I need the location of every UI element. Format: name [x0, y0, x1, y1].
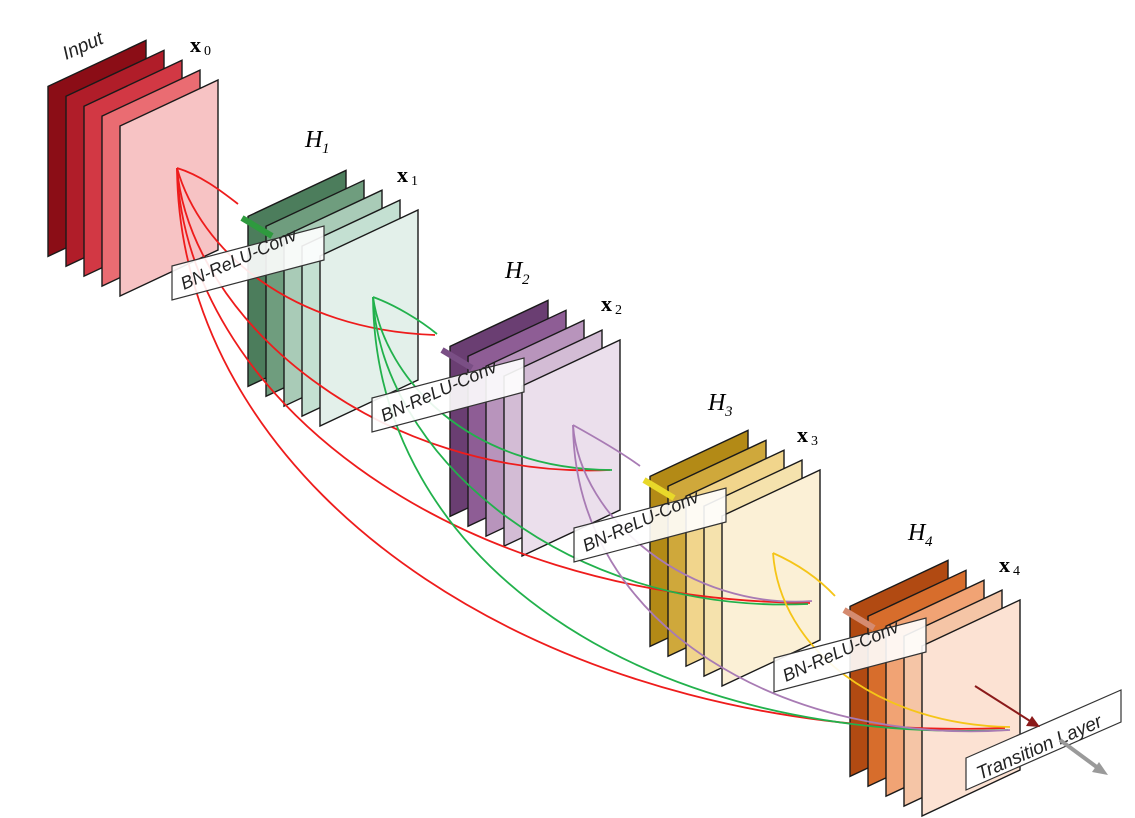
layer-H1-box — [171, 225, 325, 301]
label-x3-subscript: 3 — [811, 434, 818, 449]
label-x0-letter: x — [190, 32, 201, 57]
label-x0: x 0 — [190, 32, 211, 59]
x4-to-transition-arrow — [974, 685, 1031, 722]
connection-x2-to-H3 — [572, 424, 641, 467]
connection-x0-to-H1 — [176, 167, 239, 205]
label-H4-subscript: 4 — [925, 534, 933, 550]
input-label: Input — [59, 28, 107, 65]
label-x4-subscript: 4 — [1013, 564, 1020, 579]
label-H1-subscript: 1 — [322, 141, 330, 157]
connection-x1-to-H3 — [372, 296, 613, 471]
label-H1: H 1 — [304, 127, 330, 157]
x4-to-transition-arrowhead — [1026, 716, 1040, 727]
transition-layer-box — [965, 689, 1122, 791]
label-H3-subscript: 3 — [724, 404, 733, 420]
layer-H4-input-arrow — [842, 607, 876, 631]
connection-x1-to-H4 — [372, 296, 809, 606]
connection-x0-to-H3 — [176, 167, 611, 472]
connection-x3-to-H4 — [772, 552, 836, 597]
connection-x2-to-H4 — [572, 424, 813, 603]
feature-map-x0-slab-front — [119, 78, 219, 298]
feature-map-x0 — [47, 39, 219, 298]
label-x3: x 3 — [797, 422, 818, 449]
feature-map-x3-slab-front — [721, 468, 821, 688]
connection-x1-to-H2 — [372, 296, 438, 335]
layer-H4-box — [773, 617, 927, 693]
feature-map-x2 — [449, 299, 621, 558]
connection-x2-to-transition — [572, 424, 1011, 733]
feature-map-x1 — [247, 169, 419, 428]
label-x2-subscript: 2 — [615, 303, 622, 318]
layer-H1-input-arrow — [240, 215, 274, 239]
label-H3-letter: H — [707, 390, 727, 416]
label-x0-subscript: 0 — [204, 44, 211, 59]
layer-H2-input-arrow — [440, 347, 474, 371]
transition-output-arrow — [1058, 738, 1100, 770]
transition-output-arrowhead — [1092, 762, 1108, 775]
feature-map-x1-slab-front — [319, 208, 419, 428]
feature-map-x2-slab-front — [521, 338, 621, 558]
label-x2: x 2 — [601, 291, 622, 318]
feature-map-x3 — [649, 429, 821, 688]
layer-H3-input-arrow — [642, 477, 676, 501]
label-H3: H 3 — [707, 390, 733, 420]
label-x2-letter: x — [601, 291, 612, 316]
connection-x3-to-transition — [772, 552, 1011, 728]
feature-map-x4 — [849, 559, 1021, 818]
label-x1: x 1 — [397, 162, 418, 189]
layer-H3-box — [573, 487, 727, 563]
label-x1-subscript: 1 — [411, 174, 418, 189]
label-x4: x 4 — [999, 552, 1020, 579]
label-x3-letter: x — [797, 422, 808, 447]
label-H2-letter: H — [504, 258, 524, 284]
layer-H2-box — [371, 357, 525, 433]
label-x1-letter: x — [397, 162, 408, 187]
label-H2: H 2 — [504, 258, 530, 288]
label-H1-letter: H — [304, 127, 324, 153]
label-x4-letter: x — [999, 552, 1010, 577]
label-H4: H 4 — [907, 520, 933, 550]
label-H4-letter: H — [907, 520, 927, 546]
label-H2-subscript: 2 — [522, 272, 530, 288]
